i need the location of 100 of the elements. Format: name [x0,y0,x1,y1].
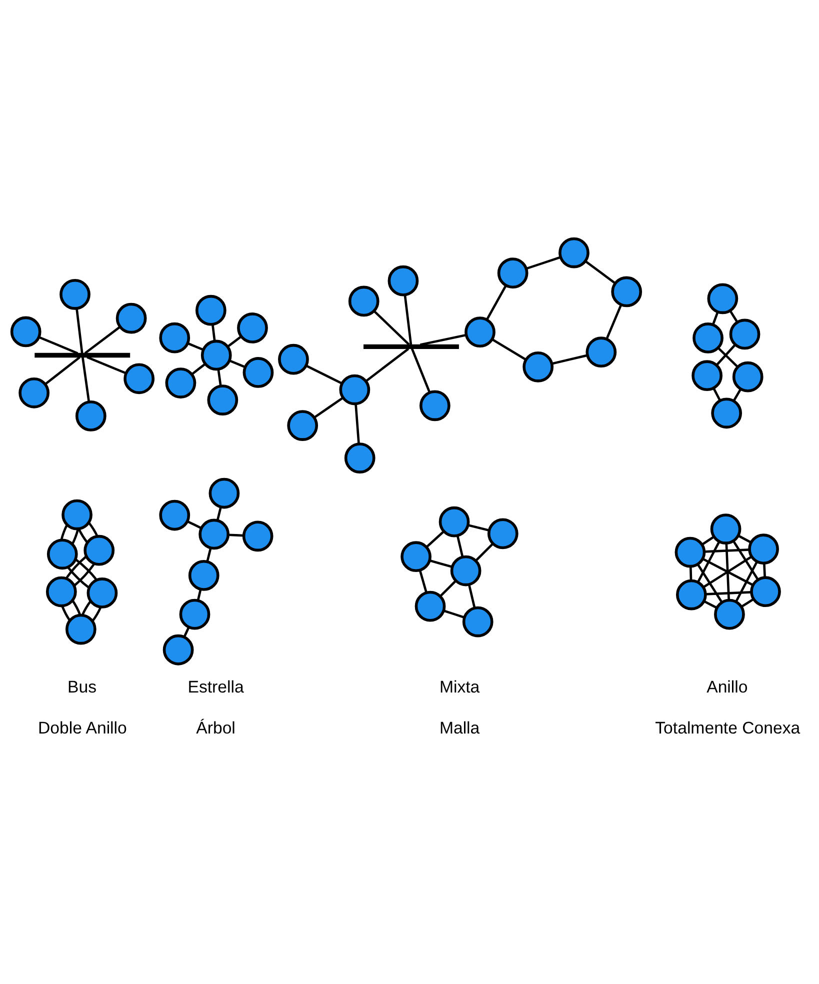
connector [468,584,476,608]
node-circle [10,316,42,347]
connector [443,609,465,618]
connector [84,326,120,354]
connector [440,579,457,597]
connector [78,528,88,543]
connector [374,310,410,345]
node-circle [124,362,155,394]
connector [429,558,453,568]
connector [86,356,126,374]
node-circle [348,285,380,316]
connector [191,362,206,375]
label: Totalmente Conexa [655,718,800,738]
node-circle [86,577,118,608]
connector [735,560,758,602]
connector [712,387,721,400]
connector [526,256,561,270]
connector [704,548,750,552]
connector [763,562,766,577]
node-circle [287,410,318,440]
node-circle [487,518,518,549]
connector [186,520,202,529]
connector [696,563,723,602]
connector [76,308,84,353]
connector [183,626,190,637]
connector [354,403,360,444]
node-circle [159,322,190,353]
node-circle [438,506,470,537]
connector [475,542,494,561]
label: Estrella [188,676,244,696]
node-circle [62,498,92,530]
connector [552,354,588,364]
connector [704,600,718,608]
connector [44,356,80,384]
connector [740,598,754,608]
connector [314,396,344,418]
connector [73,562,96,586]
node-circle [75,400,106,431]
node-circle [237,312,268,343]
node-circle [242,356,274,388]
connector [706,590,752,595]
connector [60,524,68,540]
connector [738,534,752,543]
connector [217,368,222,386]
node-circle [707,282,738,314]
connector [410,348,431,392]
connector [701,535,714,546]
label: Doble Anillo [38,718,127,738]
node-circle [714,598,745,630]
connector [75,558,98,580]
connector [697,540,720,582]
node-circle [464,316,496,348]
node-circle [676,578,707,610]
node-circle [692,360,722,391]
connector [196,588,202,600]
node-circle [611,276,642,307]
node-circle [195,294,226,326]
node-circle [419,390,450,421]
connector [468,524,490,531]
connector [418,569,428,593]
connector [456,534,464,557]
node-circle [242,520,274,552]
connector [67,566,90,588]
connector [729,310,738,322]
connector [206,547,212,562]
node-circle [84,534,115,566]
node-circle [116,302,147,334]
label: Malla [439,718,480,738]
node-circle [208,477,240,508]
node-circle [674,536,706,568]
connector [71,528,80,544]
connector [229,359,246,368]
connector [81,600,92,616]
node-circle [60,278,90,310]
node-circle [162,634,194,665]
connector [712,311,719,325]
node-circle [497,257,528,288]
node-circle [278,343,309,374]
node-circle [586,336,617,368]
node-circle [388,264,419,296]
node-circle [339,374,370,405]
node-circle [159,499,190,530]
node-bar [34,352,130,358]
connector [420,333,466,346]
label: Árbol [196,718,236,738]
node-circle [46,538,78,570]
connector [492,338,527,360]
connector [88,522,98,536]
node-circle [400,540,432,572]
connector [72,599,82,616]
node-circle [198,518,230,550]
label: Anillo [706,676,748,696]
node-circle [414,590,446,622]
connector [365,347,410,382]
connector [404,294,412,344]
connector [306,364,343,384]
connector [61,604,71,621]
connector [227,335,242,348]
node-circle [558,236,590,268]
connector [187,342,204,350]
